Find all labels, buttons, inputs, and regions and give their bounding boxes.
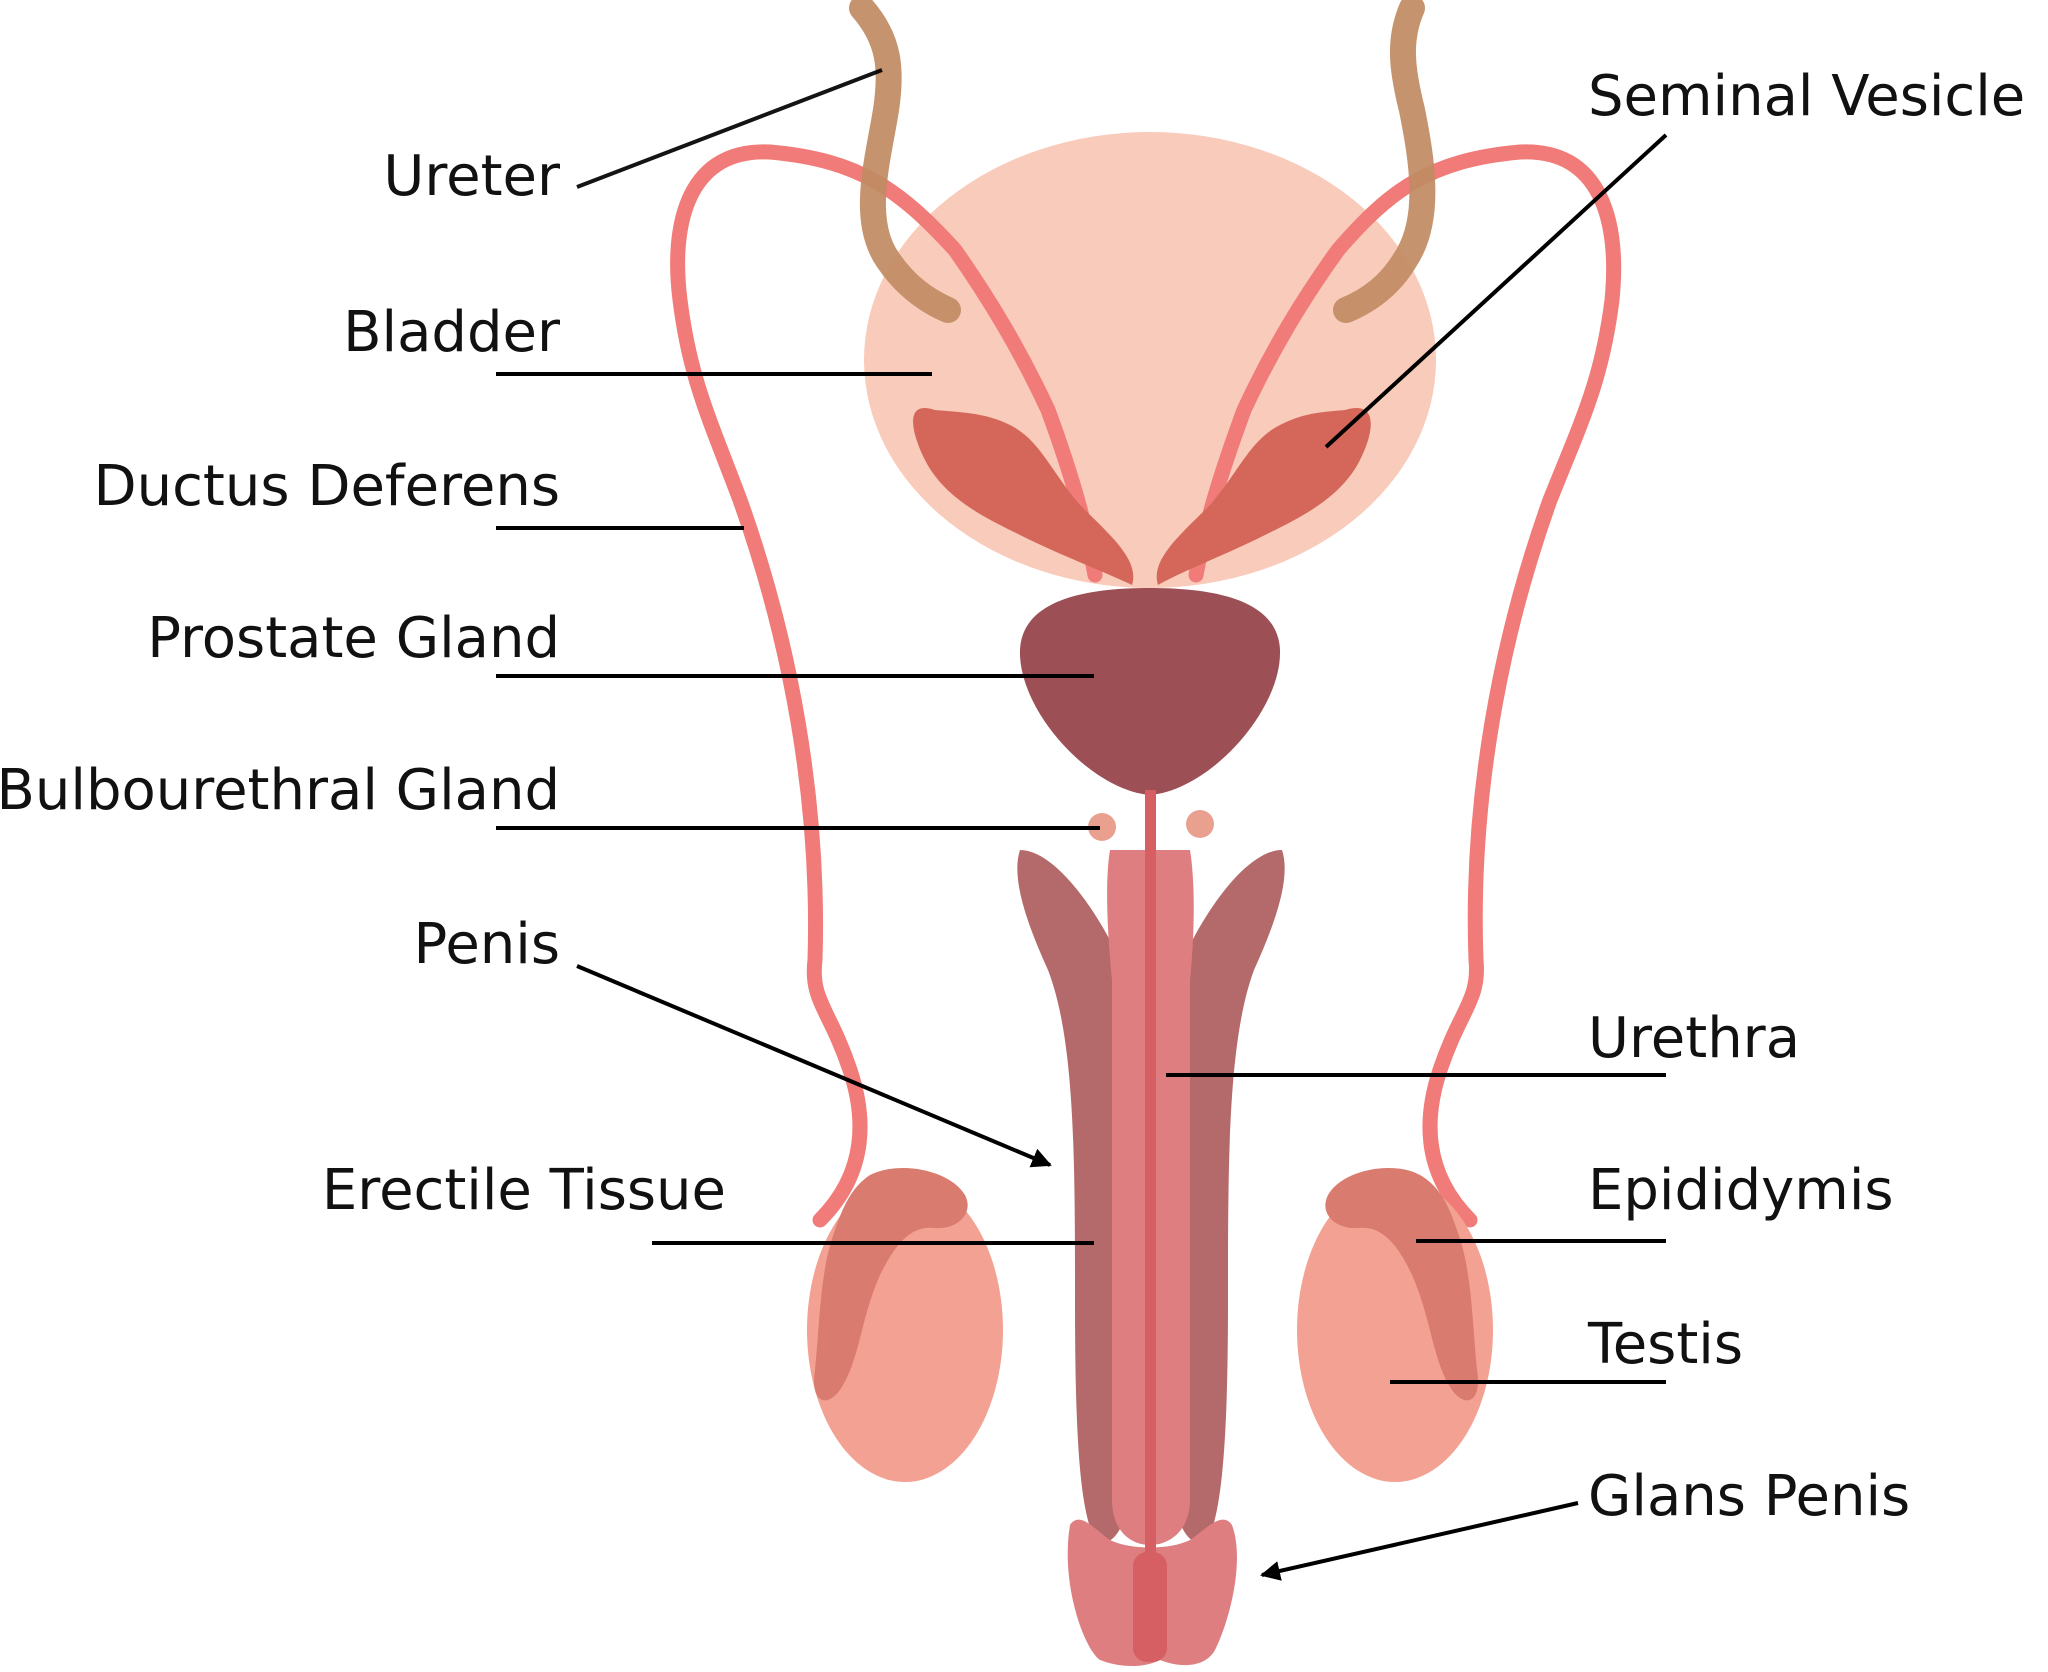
bulbourethral-gland-right <box>1186 810 1214 838</box>
label-prostate-gland: Prostate Gland <box>147 606 560 672</box>
penile-urethra <box>1145 845 1156 1575</box>
glans-penis-arrow <box>1262 1503 1578 1575</box>
label-ductus-deferens: Ductus Deferens <box>94 454 560 520</box>
urethra-at-glans <box>1133 1552 1167 1662</box>
label-glans-penis: Glans Penis <box>1588 1464 1910 1530</box>
label-seminal-vesicle: Seminal Vesicle <box>1588 64 2025 130</box>
prostate-gland-shape <box>1020 588 1280 795</box>
label-bladder: Bladder <box>343 300 560 366</box>
membranous-urethra <box>1145 790 1156 850</box>
bladder-shape <box>864 132 1436 588</box>
label-testis: Testis <box>1588 1312 1743 1378</box>
label-bulbourethral-gland: Bulbourethral Gland <box>0 758 560 824</box>
label-ureter: Ureter <box>383 144 560 210</box>
label-penis: Penis <box>414 912 560 978</box>
label-urethra: Urethra <box>1588 1006 1800 1072</box>
label-epididymis: Epididymis <box>1588 1158 1894 1224</box>
label-erectile-tissue: Erectile Tissue <box>322 1158 726 1224</box>
